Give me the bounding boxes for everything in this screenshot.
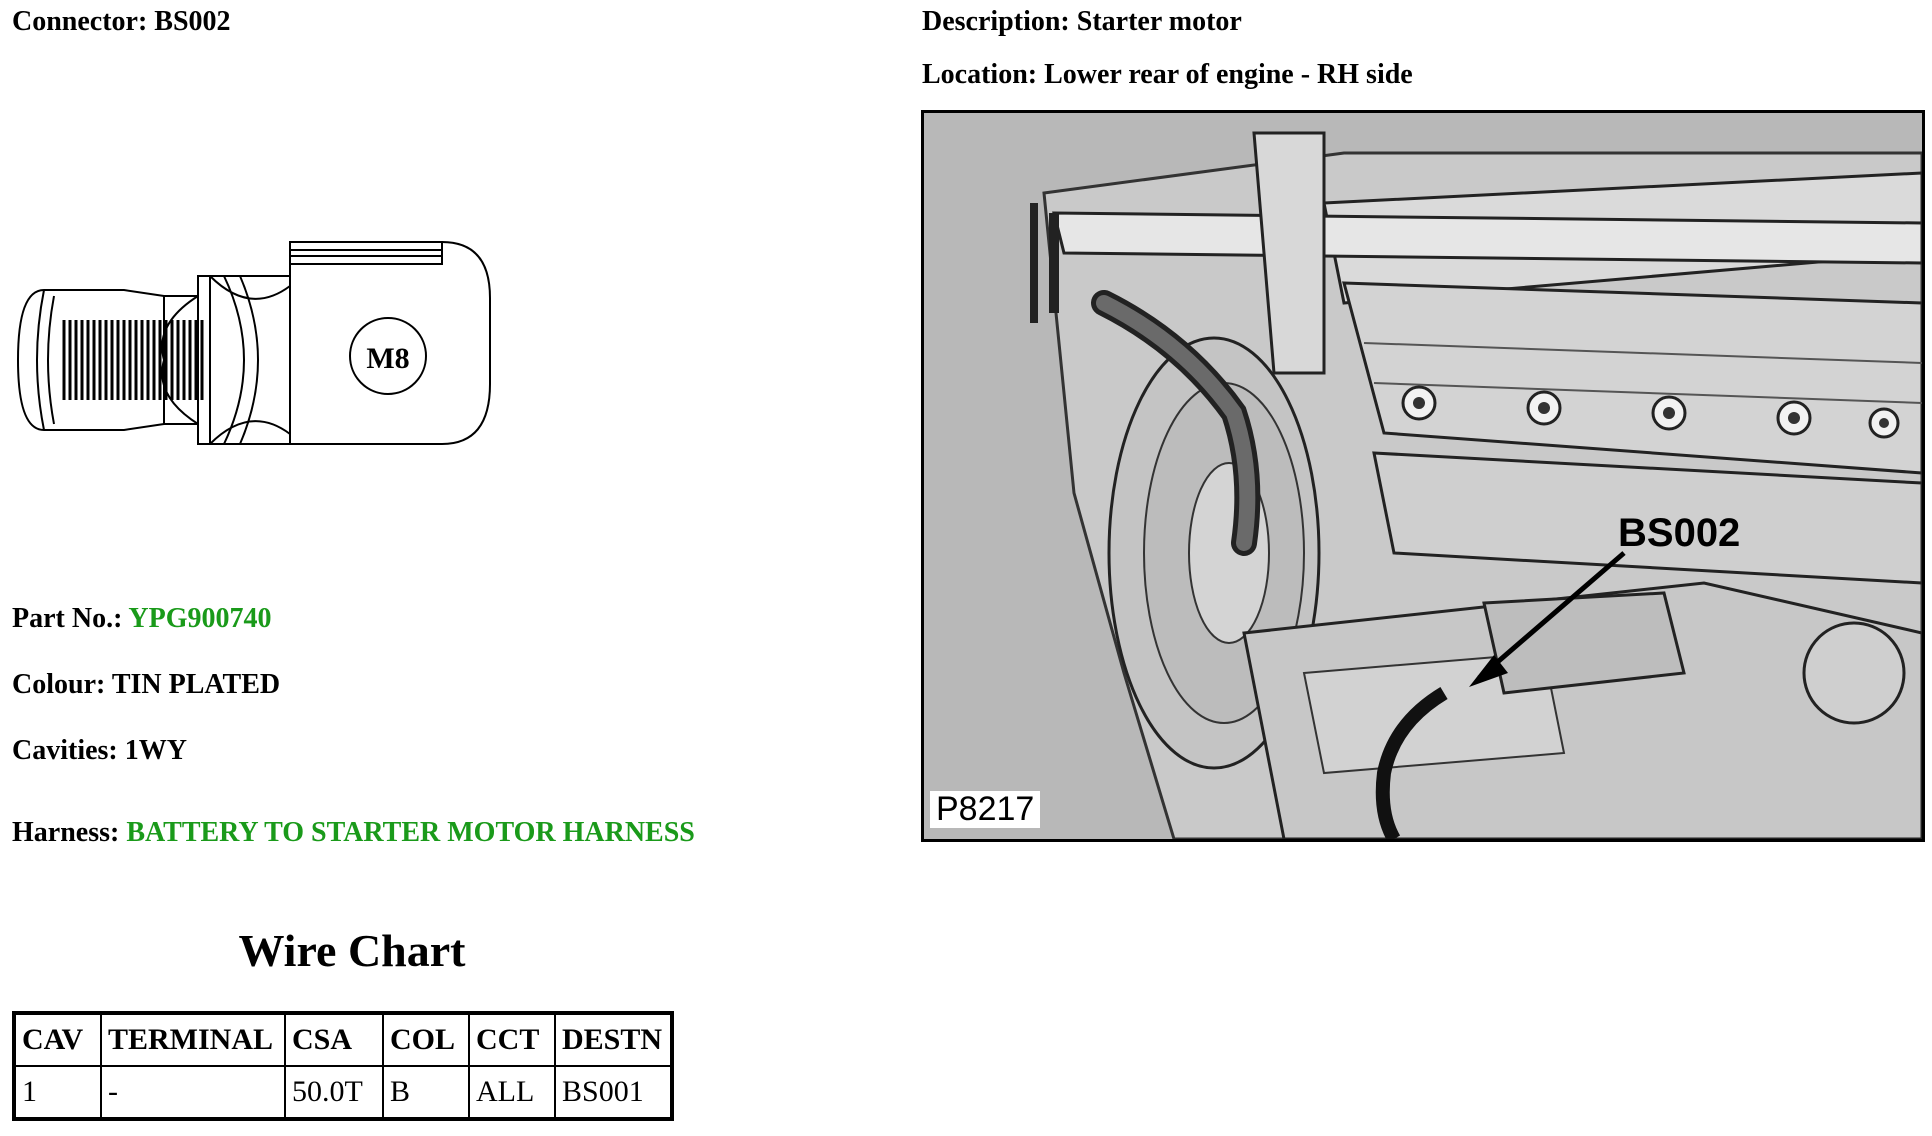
cavities-label: Cavities: <box>12 735 118 766</box>
cell-cct: ALL <box>468 1065 556 1120</box>
location-label: Location: <box>922 59 1038 90</box>
connector-field: Connector: BS002 <box>12 8 231 36</box>
cell-col: B <box>382 1065 470 1120</box>
cell-destn: BS001 <box>554 1065 673 1120</box>
location-value: Lower rear of engine - RH side <box>1044 59 1413 90</box>
header-destn: DESTN <box>554 1012 673 1067</box>
harness-field: Harness: BATTERY TO STARTER MOTOR HARNES… <box>12 819 695 847</box>
cell-terminal: - <box>100 1065 286 1120</box>
description-value: Starter motor <box>1076 6 1242 37</box>
harness-link[interactable]: BATTERY TO STARTER MOTOR HARNESS <box>126 817 695 848</box>
part-no-field: Part No.: YPG900740 <box>12 605 271 633</box>
part-no-label: Part No.: <box>12 603 123 634</box>
stud-marking-text: M8 <box>366 342 409 375</box>
header-col: COL <box>382 1012 470 1067</box>
colour-label: Colour: <box>12 669 106 700</box>
cavities-value: 1WY <box>124 735 187 766</box>
description-field: Description: Starter motor <box>922 8 1242 36</box>
wire-chart-title: Wire Chart <box>238 925 466 976</box>
description-label: Description: <box>922 6 1070 37</box>
ring-terminal-drawing: M8 <box>16 241 491 445</box>
colour-field: Colour: TIN PLATED <box>12 671 280 699</box>
colour-value: TIN PLATED <box>111 669 281 700</box>
header-csa: CSA <box>284 1012 384 1067</box>
connector-diagram: M8 <box>14 238 498 448</box>
location-field: Location: Lower rear of engine - RH side <box>922 61 1413 89</box>
photo-image-code: P8217 <box>930 790 1041 829</box>
wire-chart: CAV TERMINAL CSA COL CCT DESTN 1 - 50.0T… <box>12 1011 674 1121</box>
wire-chart-table: CAV TERMINAL CSA COL CCT DESTN 1 - 50.0T… <box>12 1011 674 1121</box>
header-cct: CCT <box>468 1012 556 1067</box>
table-row: 1 - 50.0T B ALL BS001 <box>13 1065 673 1120</box>
location-photo: BS002 P8217 <box>921 110 1925 842</box>
harness-label: Harness: <box>12 817 120 848</box>
cell-cav: 1 <box>13 1065 102 1120</box>
photo-callout-label: BS002 <box>1618 511 1741 555</box>
part-no-link[interactable]: YPG900740 <box>128 603 272 634</box>
cell-csa: 50.0T <box>284 1065 384 1120</box>
engine-illustration <box>924 113 1922 839</box>
header-terminal: TERMINAL <box>100 1012 286 1067</box>
cavities-field: Cavities: 1WY <box>12 737 187 765</box>
connector-value: BS002 <box>154 6 231 37</box>
header-cav: CAV <box>13 1012 102 1067</box>
connector-label: Connector: <box>12 6 148 37</box>
wire-chart-header-row: CAV TERMINAL CSA COL CCT DESTN <box>13 1012 673 1067</box>
